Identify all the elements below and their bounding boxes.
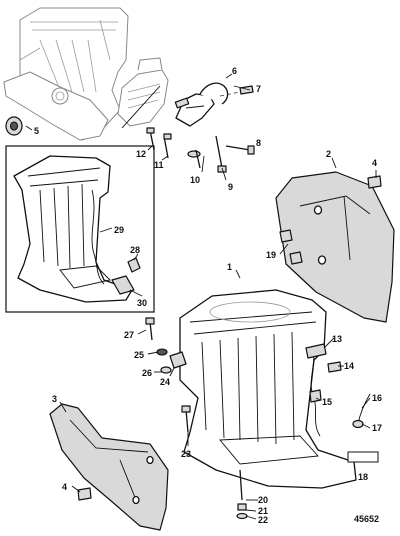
adapter-assembly [117,57,169,127]
callout-23: 23 [181,449,191,459]
callout-2: 2 [326,149,331,159]
screw-4-lower [77,487,92,501]
bolt-27 [145,317,155,341]
callout-9: 9 [228,182,233,192]
screw-15 [309,389,322,403]
callout-1: 1 [227,262,232,272]
sensor-16-17 [352,393,371,429]
reference-number: 45652 [354,514,379,524]
side-cover-left [49,403,169,531]
callout-4-lower: 4 [62,482,67,492]
callout-18: 18 [358,472,368,482]
bolt-12 [146,127,155,151]
callout-10: 10 [190,175,200,185]
screw-4-upper [367,175,382,189]
callout-17: 17 [372,423,382,433]
clip-19 [279,229,303,265]
fitting-24 [169,351,187,369]
main-driveshaft-housing [179,289,357,489]
upper-driveshaft-housing [3,7,129,141]
callout-15: 15 [322,397,332,407]
callout-11: 11 [154,160,164,170]
callout-19: 19 [266,250,276,260]
callout-28: 28 [130,245,140,255]
washer-25 [156,348,168,356]
callout-24: 24 [160,377,170,387]
inset-wiring-harness [91,189,105,285]
bolt-8 [225,145,255,155]
inset-screw-28 [127,257,141,273]
screw-14 [327,361,342,373]
washer-10 [187,149,201,169]
callout-7: 7 [256,84,261,94]
callout-3: 3 [52,394,57,404]
cap-plug [5,116,23,136]
callout-25: 25 [134,350,144,360]
callout-14: 14 [344,361,354,371]
callout-6: 6 [232,66,237,76]
callout-4-upper: 4 [372,158,377,168]
callout-5: 5 [34,126,39,136]
washer-26 [160,366,172,374]
inset-sensor-clip [111,275,135,295]
callout-30: 30 [137,298,147,308]
side-cover-right [275,171,395,323]
callout-8: 8 [256,138,261,148]
stud-20-nut-21-washer-22 [236,469,248,520]
callout-29: 29 [114,225,124,235]
leader-lines [25,73,377,520]
bolt-23 [181,405,191,433]
bolt-9 [215,135,227,173]
mounting-bracket [174,82,229,127]
callout-20: 20 [258,495,268,505]
callout-16: 16 [372,393,382,403]
callout-26: 26 [142,368,152,378]
decal-18 [347,451,379,463]
callout-labels: 1 2 3 4 4 5 6 7 8 9 10 11 12 13 14 15 16… [34,66,382,525]
callout-27: 27 [124,330,134,340]
callout-22: 22 [258,515,268,525]
callout-21: 21 [258,506,268,516]
inset-frame [5,145,155,313]
callout-12: 12 [136,149,146,159]
bolt-11 [163,133,172,159]
callout-13: 13 [332,334,342,344]
